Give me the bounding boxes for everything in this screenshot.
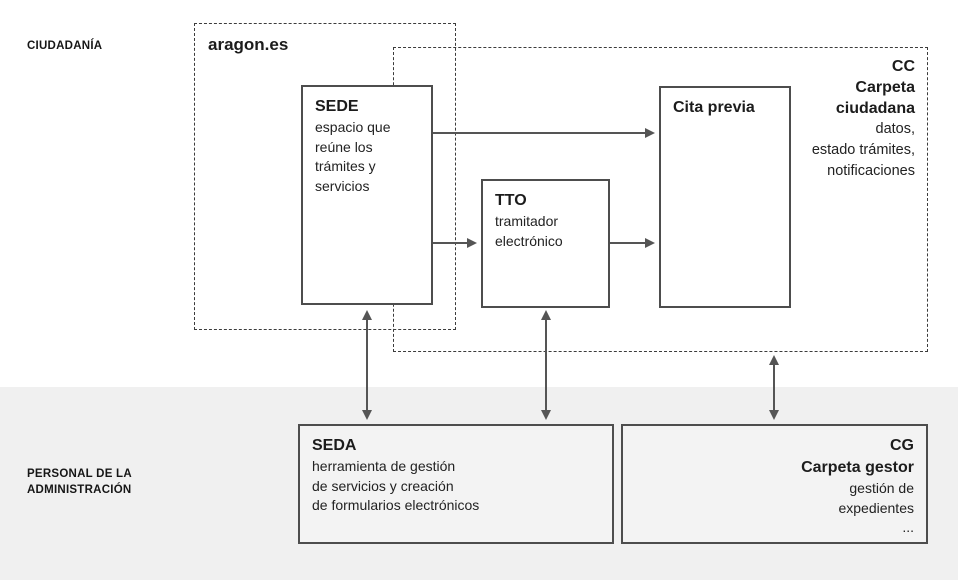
- box-sede-desc-line1: espacio que: [315, 119, 391, 135]
- box-seda-desc-line1: herramienta de gestión: [312, 458, 456, 474]
- carpeta-ciudadana-desc-line2: estado trámites,: [811, 142, 915, 158]
- box-sede-title: SEDE: [315, 98, 359, 115]
- box-tto-title: TTO: [495, 192, 527, 209]
- lane-label-personal-line1: PERSONAL DE LA: [27, 468, 132, 480]
- box-tto: TTO tramitador electrónico: [481, 179, 610, 308]
- group-aragon-es: aragon.es: [194, 23, 456, 330]
- box-tto-desc-line1: tramitador: [495, 213, 559, 229]
- carpeta-ciudadana-text: CC Carpeta ciudadana datos, estado trámi…: [812, 56, 915, 182]
- carpeta-ciudadana-desc-line3: notificaciones: [827, 163, 915, 179]
- carpeta-ciudadana-desc-line1: datos,: [875, 121, 916, 137]
- box-seda: SEDA herramienta de gestión de servicios…: [298, 424, 614, 544]
- lane-label-ciudadania: CIUDADANÍA: [27, 40, 103, 52]
- lane-label-personal-line2: ADMINISTRACIÓN: [27, 484, 132, 496]
- box-sede: SEDE espacio que reúne los trámites y se…: [301, 85, 433, 305]
- carpeta-ciudadana-name-line1: Carpeta: [855, 79, 915, 96]
- box-seda-desc-line2: de servicios y creación: [312, 477, 454, 494]
- box-carpeta-gestor-desc-line1: gestión de: [849, 480, 914, 496]
- box-tto-desc-line2: electrónico: [495, 232, 563, 249]
- box-sede-desc-line2: reúne los: [315, 138, 373, 155]
- box-cita-previa: Cita previa: [659, 86, 791, 308]
- group-carpeta-ciudadana: CC Carpeta ciudadana datos, estado trámi…: [393, 47, 928, 352]
- box-carpeta-gestor: CG Carpeta gestor gestión de expedientes…: [621, 424, 928, 544]
- box-cita-previa-title: Cita previa: [673, 99, 755, 116]
- group-aragon-es-title: aragon.es: [208, 35, 289, 54]
- box-carpeta-gestor-name: Carpeta gestor: [801, 459, 914, 476]
- box-sede-desc-line4: servicios: [315, 177, 370, 194]
- carpeta-ciudadana-code: CC: [891, 58, 915, 75]
- lane-label-personal: PERSONAL DE LA ADMINISTRACIÓN: [27, 466, 132, 498]
- box-carpeta-gestor-desc-line2: expedientes: [838, 499, 914, 516]
- carpeta-ciudadana-name-line2: ciudadana: [835, 100, 915, 117]
- box-sede-desc-line3: trámites y: [315, 158, 376, 174]
- box-seda-desc-line3: de formularios electrónicos: [312, 497, 480, 513]
- box-carpeta-gestor-code: CG: [890, 437, 914, 454]
- box-carpeta-gestor-more: ...: [902, 519, 914, 535]
- box-seda-title: SEDA: [312, 437, 357, 454]
